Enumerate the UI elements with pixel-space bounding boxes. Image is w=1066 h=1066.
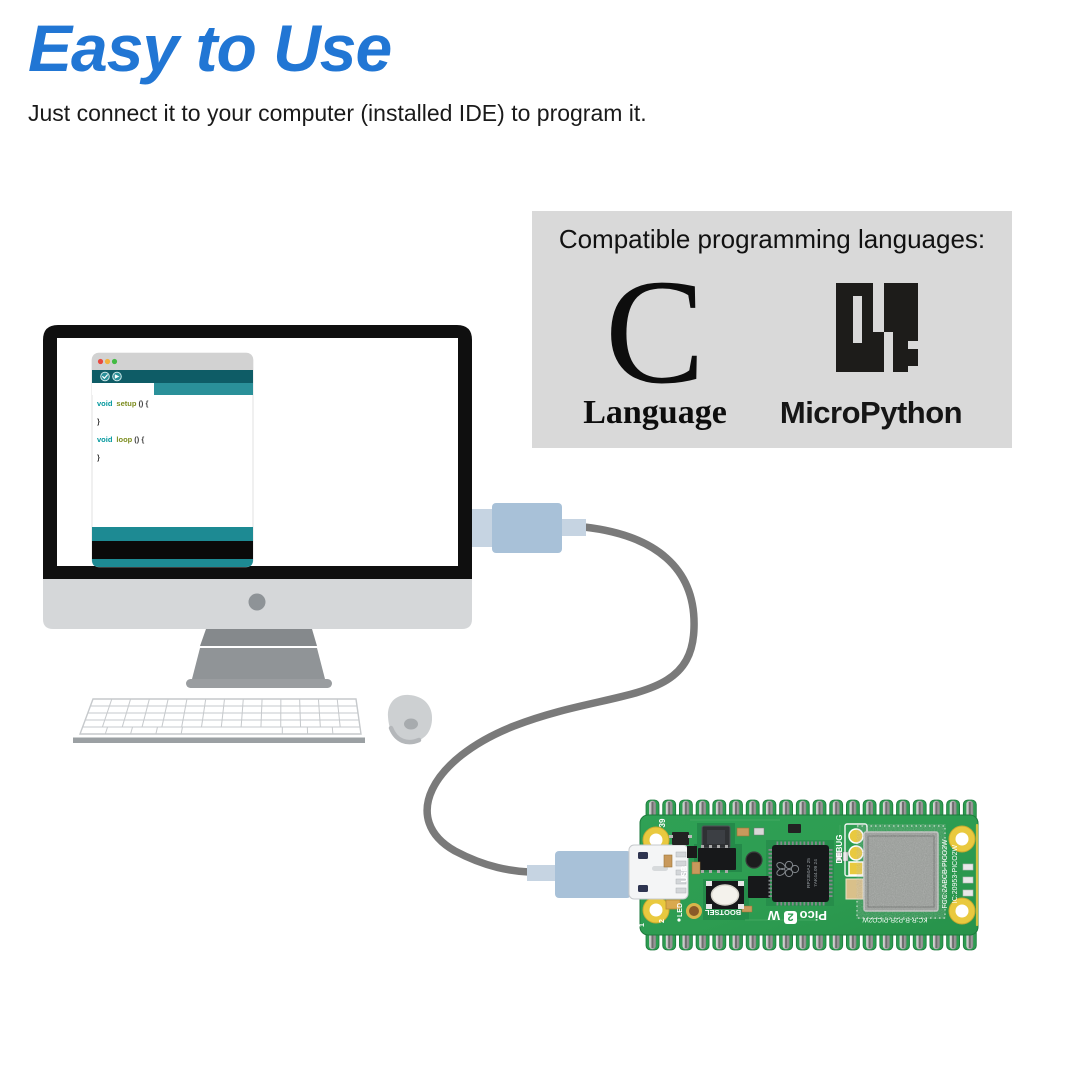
label-ic: IC:20953-PICO2W xyxy=(952,844,959,903)
stand-neck-upper xyxy=(200,629,317,646)
ide-toolbar xyxy=(92,370,253,383)
mounting-holes xyxy=(642,825,976,925)
label-usb: USB xyxy=(680,865,689,882)
page-title: Easy to Use xyxy=(28,11,392,85)
svg-text:}: } xyxy=(97,453,100,462)
monitor-logo-dot xyxy=(248,593,266,611)
wifi-shield xyxy=(863,831,939,912)
mouse xyxy=(387,694,433,745)
label-pico-2: 2 xyxy=(787,911,793,923)
led-component xyxy=(665,899,681,910)
stand-neck-lower xyxy=(192,648,325,679)
ide-console xyxy=(92,541,253,559)
chip-marking-line1: RP2350A2 25 xyxy=(806,858,812,888)
svg-text:}: } xyxy=(97,417,100,426)
languages-heading: Compatible programming languages: xyxy=(558,224,986,254)
pico-product-mark: Pico 2 W xyxy=(767,908,827,924)
micropython-caption: MicroPython xyxy=(779,395,963,430)
label-pin2: 2 xyxy=(659,919,666,923)
chip-marking-line2: 7AK44.09 24 xyxy=(813,859,819,887)
label-pico-w: W xyxy=(767,908,780,923)
keyboard xyxy=(73,698,365,743)
sketch-tab[interactable] xyxy=(92,383,154,395)
keyboard-front-edge xyxy=(73,737,365,743)
mouse-sensor-dot xyxy=(404,718,418,730)
chip-pins xyxy=(768,841,833,906)
usb-plug-board xyxy=(527,851,631,898)
check-icon xyxy=(102,374,108,380)
micro-usb-connector xyxy=(628,844,697,900)
bootsel-button[interactable] xyxy=(706,881,744,909)
languages-panel: Compatible programming languages: C Lang… xyxy=(532,211,1012,448)
smd-components xyxy=(663,824,864,913)
label-debug: DEBUG xyxy=(835,835,844,864)
close-icon[interactable] xyxy=(97,358,104,365)
edge-pads xyxy=(962,863,974,897)
label-pin1: 1 xyxy=(639,923,646,927)
label-kc: KC:R-R-P2R-PICO2W xyxy=(862,916,928,923)
label-pico: Pico xyxy=(799,908,827,923)
c-language-caption: Language xyxy=(583,394,727,431)
stand-base xyxy=(186,679,332,688)
label-pin39: 39 xyxy=(658,818,667,827)
led-dot xyxy=(677,918,681,922)
micropython-m-icon xyxy=(836,283,918,377)
ide-status-strip xyxy=(92,527,253,541)
minimize-icon[interactable] xyxy=(104,358,111,365)
raspberry-pi-logo-icon xyxy=(776,860,800,878)
usb-plug-computer xyxy=(472,503,586,553)
keyboard-keys xyxy=(82,698,360,735)
upload-button[interactable] xyxy=(112,371,122,382)
rp2350-chip: RP2350A2 25 7AK44.09 24 xyxy=(768,841,833,906)
debug-pads xyxy=(844,823,868,877)
label-bootsel: BOOTSEL xyxy=(704,908,741,917)
label-fcc: FCC:2ABCB-PICO2W xyxy=(942,839,949,909)
pico-board: RP2350A2 25 7AK44.09 24 xyxy=(628,799,979,951)
usb-cable xyxy=(423,523,698,876)
arrow-right-icon xyxy=(114,374,120,379)
maximize-icon[interactable] xyxy=(111,358,118,365)
ide-titlebar xyxy=(92,353,253,370)
test-pad xyxy=(686,903,702,919)
page-subtitle: Just connect it to your computer (instal… xyxy=(28,100,647,126)
verify-button[interactable] xyxy=(100,371,110,382)
ide-footer xyxy=(92,559,253,567)
label-led: LED xyxy=(677,903,684,917)
c-language-logo: C xyxy=(604,249,706,415)
